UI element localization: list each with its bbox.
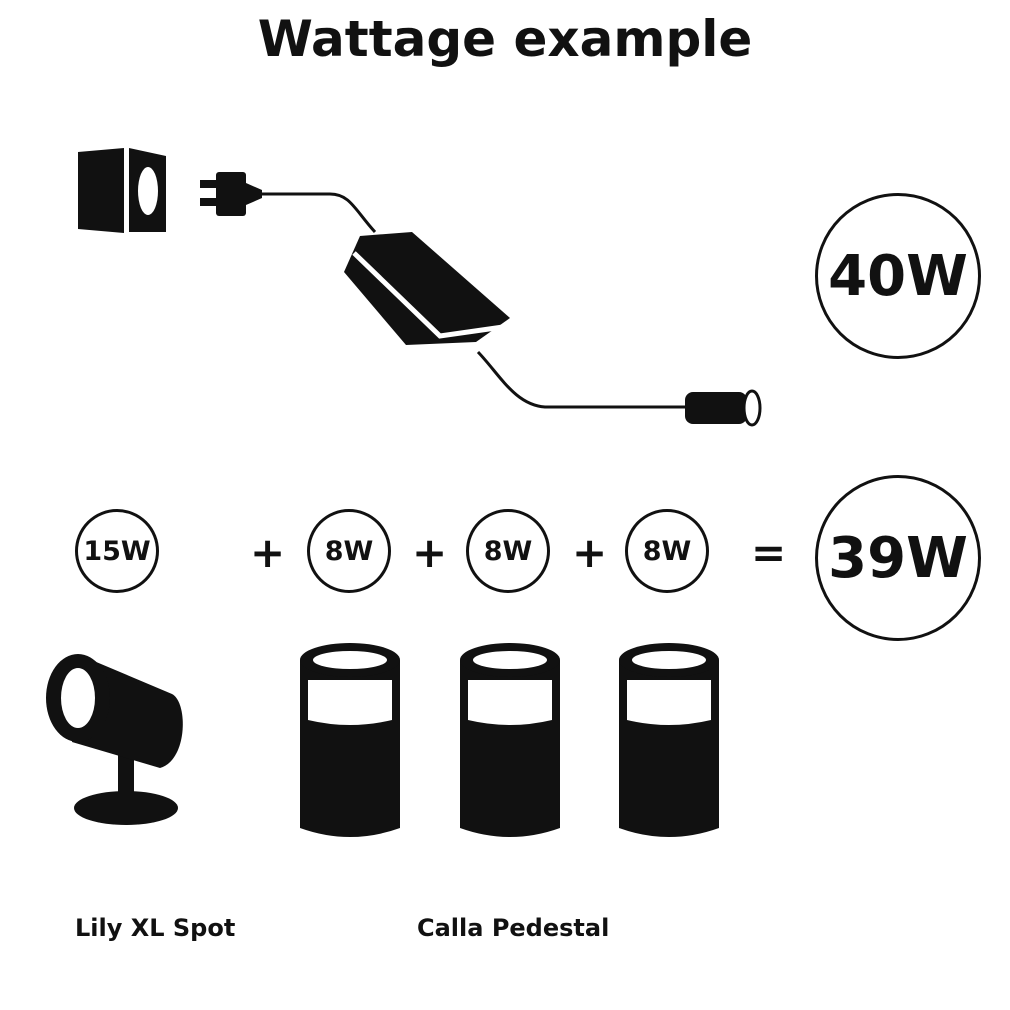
plug-icon xyxy=(200,172,262,216)
total-wattage-badge: 39W xyxy=(815,475,981,641)
plus-operator: + xyxy=(412,528,448,577)
spot-wattage-badge: 15W xyxy=(75,509,159,593)
power-supply-wattage-badge: 40W xyxy=(815,193,981,359)
pedestal-icon xyxy=(619,643,719,837)
spot-caption: Lily XL Spot xyxy=(75,914,236,942)
connector-icon xyxy=(685,389,762,427)
page-title: Wattage example xyxy=(257,10,753,68)
pedestal-wattage-badge: 8W xyxy=(625,509,709,593)
plus-operator: + xyxy=(250,528,286,577)
plus-operator: + xyxy=(572,528,608,577)
wall-socket-icon xyxy=(78,148,166,233)
spotlight-icon xyxy=(46,654,183,825)
pedestal-caption: Calla Pedestal xyxy=(417,914,610,942)
pedestal-icon xyxy=(300,643,400,837)
pedestal-wattage-badge: 8W xyxy=(466,509,550,593)
adapter-icon xyxy=(344,232,510,345)
equals-operator: = xyxy=(751,528,787,577)
pedestal-wattage-badge: 8W xyxy=(307,509,391,593)
pedestal-icon xyxy=(460,643,560,837)
